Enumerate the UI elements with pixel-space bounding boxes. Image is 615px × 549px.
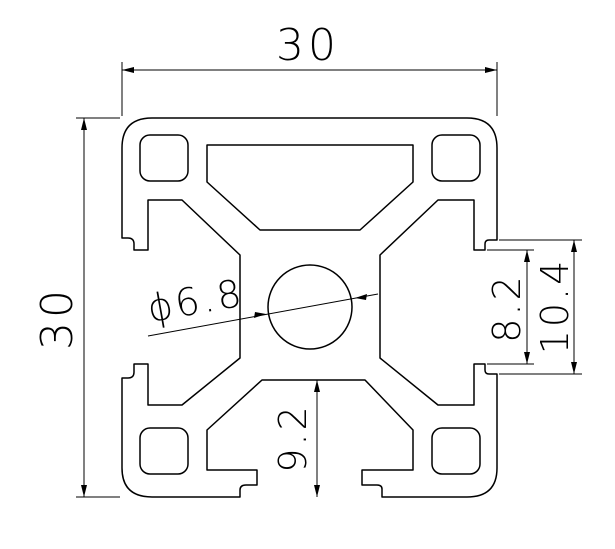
corner-pocket-br <box>431 427 481 475</box>
dimension-labels: 30 30 ϕ6.8 8.2 10.4 9.2 <box>32 20 577 473</box>
center-bore <box>267 264 353 350</box>
dim-slot-opening: 8.2 <box>485 273 529 342</box>
corner-pocket-bl <box>139 427 189 475</box>
dim-slot-depth: 9.2 <box>271 403 315 472</box>
top-pocket <box>206 144 414 231</box>
dimension-lines <box>76 62 582 498</box>
dim-bore-diameter: ϕ6.8 <box>144 271 248 331</box>
arrowheads <box>81 67 577 497</box>
dim-overall-height: 30 <box>32 286 83 350</box>
dim-overall-width: 30 <box>276 20 340 71</box>
profile-outline <box>121 117 498 498</box>
dim-slot-width: 10.4 <box>533 258 577 355</box>
corner-pocket-tr <box>431 134 481 182</box>
corner-pocket-tl <box>139 134 189 182</box>
